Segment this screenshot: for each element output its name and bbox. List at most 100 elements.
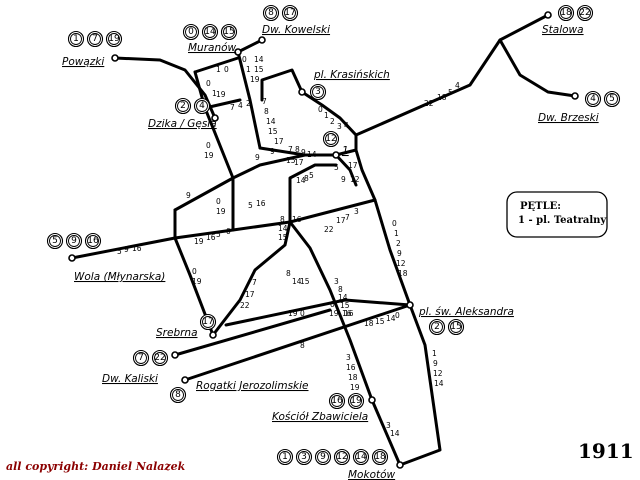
badge-group-srebrna: 17 (199, 313, 217, 331)
svg-text:18: 18 (374, 452, 386, 462)
badge-group-wola: 5 9 16 (46, 232, 102, 250)
svg-text:14: 14 (204, 27, 216, 37)
segment-label: 7 (230, 103, 235, 112)
segment-label: 9 (433, 359, 438, 368)
line-badge: 16 (328, 392, 346, 410)
badge-group-kosciol-zbawiciela: 16 19 (328, 392, 365, 410)
segment-label: 5 (248, 201, 253, 210)
svg-text:9: 9 (320, 452, 326, 462)
line-badge: 4 (584, 90, 602, 108)
segment-label: 0 (226, 227, 231, 236)
track-wola-north (173, 208, 215, 337)
segment-label: 7 (345, 213, 350, 222)
segment-label: 7 (262, 97, 267, 106)
segment-label: 14 (266, 117, 276, 126)
track-grzybowska (288, 163, 338, 224)
stop-marker-pl-sw-aleksandra[interactable] (406, 301, 414, 309)
segment-label: 17 (294, 158, 304, 167)
segment-label: 3 (346, 353, 351, 362)
track-stalowa (354, 13, 550, 137)
svg-text:2: 2 (180, 101, 186, 111)
segment-label: 1 (246, 65, 251, 74)
segment-label: 14 (386, 314, 396, 323)
stop-marker-dw-kowelski[interactable] (258, 36, 266, 44)
segment-label: 9 (397, 249, 402, 258)
stop-marker-mokotow[interactable] (396, 461, 404, 469)
badge-group-dw-brzeski: 4 5 (584, 90, 621, 108)
stop-marker-dzika-gesia[interactable] (211, 114, 219, 122)
svg-text:15: 15 (223, 27, 234, 37)
stop-label-srebrna: Srebrna (156, 327, 198, 339)
stop-marker-wola[interactable] (68, 254, 76, 262)
line-badge: 3 (309, 83, 327, 101)
segment-label: 15 (375, 317, 385, 326)
line-badge: 9 (314, 448, 332, 466)
segment-label: 8 (286, 269, 291, 278)
segment-label: 19 (350, 383, 360, 392)
segment-label: 1 (432, 349, 437, 358)
svg-text:17: 17 (284, 8, 295, 18)
segment-label: 12 (396, 259, 406, 268)
svg-text:19: 19 (350, 396, 362, 406)
line-badge: 9 (65, 232, 83, 250)
svg-text:0: 0 (188, 27, 194, 37)
line-badge: 19 (105, 30, 123, 48)
stop-label-dw-kaliski: Dw. Kaliski (102, 373, 158, 385)
line-badge: 2 (428, 318, 446, 336)
stop-marker-muranow[interactable] (234, 48, 242, 56)
segment-label: 16 (346, 363, 356, 372)
stop-marker-pl-krasinskich[interactable] (298, 88, 306, 96)
stop-marker-rogatki[interactable] (181, 376, 189, 384)
track-marszalkowska-a (354, 148, 412, 307)
segment-label: 3 (386, 421, 391, 430)
segment-label: 4 (238, 101, 243, 110)
badge-group-powazki: 1 7 19 (67, 30, 123, 48)
stop-marker-dw-brzeski[interactable] (571, 92, 579, 100)
segment-label: 15 (340, 301, 350, 310)
stop-marker-dw-kaliski[interactable] (171, 351, 179, 359)
segment-label: 0 (318, 105, 323, 114)
line-badge: 3 (295, 448, 313, 466)
stop-marker-srebrna[interactable] (209, 331, 217, 339)
segment-label: 14 (296, 176, 306, 185)
line-badge: 16 (84, 232, 102, 250)
stop-marker-kosciol-zbawiciela[interactable] (368, 396, 376, 404)
svg-text:12: 12 (325, 134, 336, 144)
track-muranow-south (236, 50, 262, 150)
segment-label: 3 (337, 122, 342, 131)
svg-text:4: 4 (199, 101, 205, 111)
segment-label: 14 (278, 224, 288, 233)
track-wola-main (70, 220, 292, 260)
badge-group-dw-kaliski: 7 22 (132, 349, 169, 367)
stop-marker-powazki[interactable] (111, 54, 119, 62)
track-zlota-diag (288, 220, 402, 467)
stop-marker-stalowa[interactable] (544, 11, 552, 19)
svg-text:7: 7 (138, 353, 144, 363)
segment-label: 17 (274, 137, 284, 146)
segment-label: 8 (338, 285, 343, 294)
segment-label: 5 (334, 163, 339, 172)
svg-text:9: 9 (71, 236, 77, 246)
stop-labels: Powązki Muranów Dw. Kowelski Stalowa pl.… (62, 24, 599, 480)
badge-group-pl-krasinskich: 3 (309, 83, 327, 101)
segment-label: 19 (194, 237, 204, 246)
badge-group-pl-teatralny: 12 (322, 130, 340, 148)
segment-label: 19 (216, 90, 226, 99)
segment-label: 18 (398, 269, 408, 278)
stop-marker-pl-teatralny[interactable] (332, 151, 340, 159)
segment-label: 1 (212, 89, 217, 98)
svg-text:3: 3 (301, 452, 307, 462)
badge-group-muranow: 0 14 15 (182, 23, 238, 41)
segment-label: 8 (304, 174, 309, 183)
line-badge: 8 (169, 386, 187, 404)
segment-label: 18 (364, 319, 374, 328)
track-krolewska (288, 198, 377, 224)
stop-label-dw-brzeski: Dw. Brzeski (538, 112, 599, 124)
segment-label: 5 (117, 247, 122, 256)
svg-text:12: 12 (336, 452, 347, 462)
line-badge: 14 (352, 448, 370, 466)
segment-label: 0 (330, 300, 335, 309)
segment-label: 0 (192, 267, 197, 276)
svg-text:8: 8 (268, 8, 274, 18)
line-badge: 19 (347, 392, 365, 410)
